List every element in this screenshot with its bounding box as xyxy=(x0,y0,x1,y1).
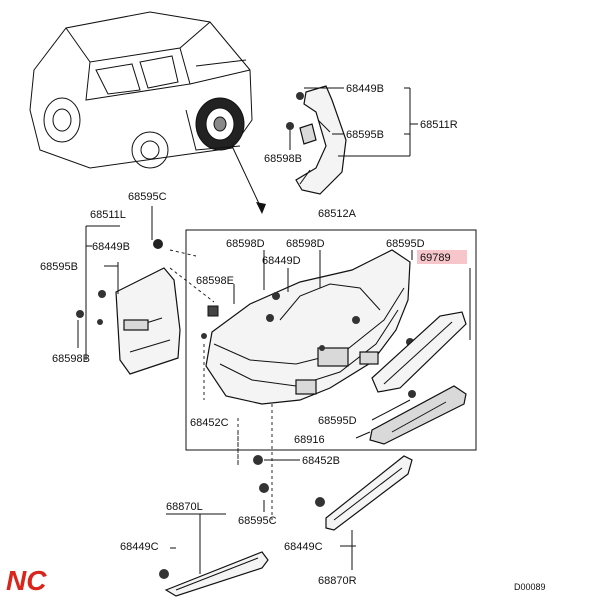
part-68870l-strip xyxy=(164,551,269,597)
part-69789-garnish xyxy=(371,311,467,393)
part-68511l-bracket xyxy=(76,239,181,375)
nc-logo: NC xyxy=(6,565,47,596)
part-68870r-strip xyxy=(325,455,413,531)
label-68598b-left: 68598B xyxy=(52,353,90,365)
label-68595d-bottom: 68595D xyxy=(318,415,357,427)
label-68598b-top: 68598B xyxy=(264,153,302,165)
label-68595b-left: 68595B xyxy=(40,261,78,273)
label-68452c: 68452C xyxy=(190,417,229,429)
label-68595d-top: 68595D xyxy=(386,238,425,250)
label-68449b-top: 68449B xyxy=(346,83,384,95)
label-68595c-bottom: 68595C xyxy=(238,515,277,527)
label-68595c-top: 68595C xyxy=(128,191,167,203)
label-68452b: 68452B xyxy=(302,455,340,467)
label-68870l: 68870L xyxy=(166,501,203,513)
label-68449b-left: 68449B xyxy=(92,241,130,253)
part-68916-lamp xyxy=(369,385,467,445)
label-69789: 69789 xyxy=(420,252,451,264)
fasteners-bottom xyxy=(159,455,325,579)
vehicle-illustration xyxy=(29,11,253,169)
diagram-code: D00089 xyxy=(514,582,546,592)
label-68449c-left: 68449C xyxy=(120,541,159,553)
pointer-arrow xyxy=(231,145,266,214)
label-68511r: 68511R xyxy=(420,119,458,131)
assembly-box xyxy=(185,229,477,451)
highlight-69789 xyxy=(417,250,467,264)
label-68595b-top: 68595B xyxy=(346,129,384,141)
label-68511l: 68511L xyxy=(90,209,126,221)
leader-lines xyxy=(77,87,471,574)
label-68916: 68916 xyxy=(294,434,325,446)
label-68870r: 68870R xyxy=(318,575,357,587)
part-68511r-bracket xyxy=(286,85,347,195)
label-68598d-b: 68598D xyxy=(286,238,325,250)
label-68449d: 68449D xyxy=(262,255,301,267)
label-68449c-right: 68449C xyxy=(284,541,323,553)
part-labels: 68449B 68511R 68595B 68598B 68595C 68511… xyxy=(40,83,546,592)
label-68512a: 68512A xyxy=(318,208,357,220)
part-68512a-bumper xyxy=(201,249,414,405)
label-68598e: 68598E xyxy=(196,275,234,287)
label-68598d-a: 68598D xyxy=(226,238,265,250)
